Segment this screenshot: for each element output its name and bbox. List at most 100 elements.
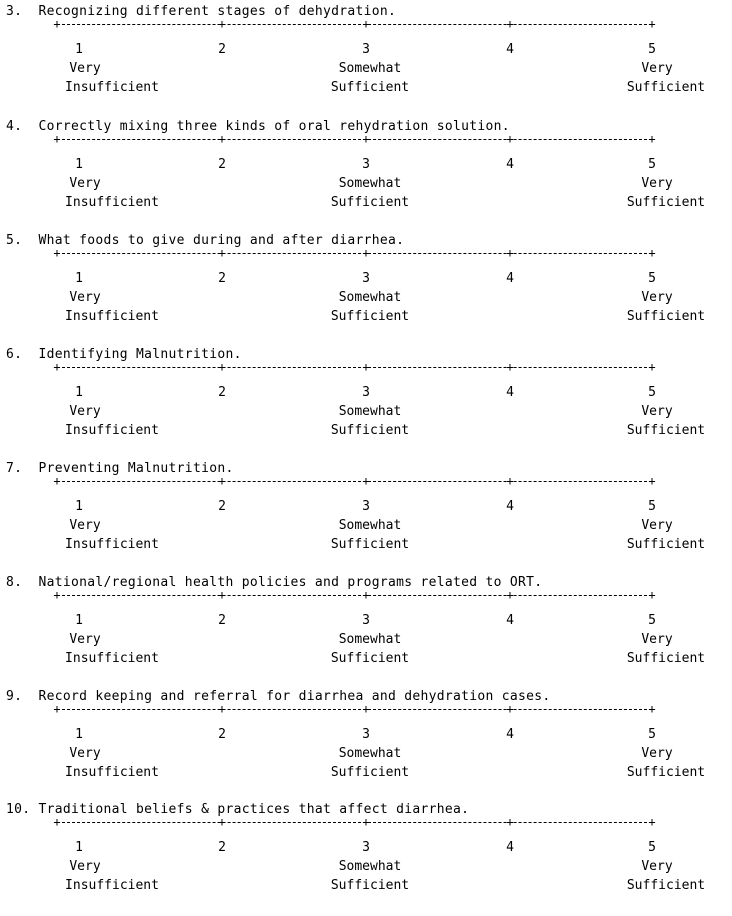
high-label: Very — [641, 404, 673, 419]
low-label: Insufficient — [65, 878, 159, 893]
scale-option-5[interactable]: 5 — [648, 271, 656, 286]
scale-tick: + — [648, 815, 656, 829]
scale-tick: + — [53, 474, 61, 488]
mid-label: Somewhat — [338, 176, 402, 191]
scale-option-2[interactable]: 2 — [218, 271, 226, 286]
scale-option-3[interactable]: 3 — [362, 42, 370, 57]
scale-option-3[interactable]: 3 — [362, 499, 370, 514]
question-text: 9. Record keeping and referral for diarr… — [6, 689, 551, 704]
rating-item: 8. National/regional health policies and… — [0, 575, 732, 689]
question-text: 4. Correctly mixing three kinds of oral … — [6, 119, 510, 134]
rating-scale-line: +++++ — [53, 18, 655, 30]
scale-option-5[interactable]: 5 — [648, 840, 656, 855]
scale-option-3[interactable]: 3 — [362, 271, 370, 286]
scale-tick: + — [53, 702, 61, 716]
mid-label: Somewhat — [338, 290, 402, 305]
rating-item: 10. Traditional beliefs & practices that… — [0, 802, 732, 916]
mid-label: Somewhat — [338, 61, 402, 76]
high-label: Sufficient — [626, 651, 706, 666]
low-label: Very — [69, 518, 101, 533]
question-text: 7. Preventing Malnutrition. — [6, 461, 234, 476]
question-text: 5. What foods to give during and after d… — [6, 233, 405, 248]
scale-option-2[interactable]: 2 — [218, 42, 226, 57]
scale-tick: + — [648, 17, 656, 31]
scale-option-3[interactable]: 3 — [362, 157, 370, 172]
scale-option-1[interactable]: 1 — [75, 613, 83, 628]
scale-tick: + — [362, 702, 370, 716]
scale-option-4[interactable]: 4 — [506, 271, 514, 286]
mid-label: Sufficient — [330, 878, 410, 893]
question-text: 10. Traditional beliefs & practices that… — [6, 802, 470, 817]
scale-option-1[interactable]: 1 — [75, 499, 83, 514]
scale-tick: + — [53, 588, 61, 602]
rating-scale-line: +++++ — [53, 361, 655, 373]
scale-option-4[interactable]: 4 — [506, 613, 514, 628]
scale-tick: + — [506, 588, 514, 602]
scale-option-3[interactable]: 3 — [362, 385, 370, 400]
scale-tick: + — [648, 474, 656, 488]
rating-scale-line: +++++ — [53, 703, 655, 715]
mid-label: Somewhat — [338, 632, 402, 647]
scale-option-5[interactable]: 5 — [648, 385, 656, 400]
scale-option-1[interactable]: 1 — [75, 840, 83, 855]
scale-tick: + — [218, 246, 226, 260]
rating-item: 9. Record keeping and referral for diarr… — [0, 689, 732, 803]
rating-scale-line: +++++ — [53, 589, 655, 601]
scale-option-3[interactable]: 3 — [362, 613, 370, 628]
scale-option-4[interactable]: 4 — [506, 727, 514, 742]
scale-option-2[interactable]: 2 — [218, 727, 226, 742]
scale-option-1[interactable]: 1 — [75, 157, 83, 172]
scale-tick: + — [648, 246, 656, 260]
high-label: Very — [641, 61, 673, 76]
rating-scale-line: +++++ — [53, 816, 655, 828]
low-label: Very — [69, 176, 101, 191]
scale-option-2[interactable]: 2 — [218, 613, 226, 628]
mid-label: Sufficient — [330, 651, 410, 666]
high-label: Very — [641, 290, 673, 305]
scale-option-5[interactable]: 5 — [648, 499, 656, 514]
scale-option-4[interactable]: 4 — [506, 499, 514, 514]
scale-tick: + — [53, 815, 61, 829]
scale-option-1[interactable]: 1 — [75, 271, 83, 286]
scale-option-2[interactable]: 2 — [218, 385, 226, 400]
high-label: Sufficient — [626, 423, 706, 438]
scale-tick: + — [362, 132, 370, 146]
scale-option-3[interactable]: 3 — [362, 727, 370, 742]
scale-tick: + — [53, 132, 61, 146]
scale-option-4[interactable]: 4 — [506, 385, 514, 400]
scale-tick: + — [218, 588, 226, 602]
low-label: Very — [69, 61, 101, 76]
scale-tick: + — [648, 132, 656, 146]
scale-tick: + — [362, 360, 370, 374]
scale-option-2[interactable]: 2 — [218, 840, 226, 855]
scale-option-4[interactable]: 4 — [506, 42, 514, 57]
scale-option-5[interactable]: 5 — [648, 613, 656, 628]
high-label: Sufficient — [626, 537, 706, 552]
scale-option-2[interactable]: 2 — [218, 499, 226, 514]
scale-tick: + — [506, 246, 514, 260]
scale-option-1[interactable]: 1 — [75, 42, 83, 57]
mid-label: Sufficient — [330, 765, 410, 780]
scale-option-1[interactable]: 1 — [75, 385, 83, 400]
scale-option-1[interactable]: 1 — [75, 727, 83, 742]
scale-option-5[interactable]: 5 — [648, 42, 656, 57]
low-label: Insufficient — [65, 309, 159, 324]
mid-label: Sufficient — [330, 195, 410, 210]
scale-tick: + — [506, 474, 514, 488]
low-label: Insufficient — [65, 765, 159, 780]
scale-tick: + — [648, 588, 656, 602]
rating-scale-line: +++++ — [53, 475, 655, 487]
scale-option-3[interactable]: 3 — [362, 840, 370, 855]
scale-option-5[interactable]: 5 — [648, 157, 656, 172]
scale-option-2[interactable]: 2 — [218, 157, 226, 172]
low-label: Insufficient — [65, 423, 159, 438]
scale-option-4[interactable]: 4 — [506, 840, 514, 855]
scale-tick: + — [53, 17, 61, 31]
high-label: Very — [641, 518, 673, 533]
scale-option-5[interactable]: 5 — [648, 727, 656, 742]
scale-tick: + — [648, 702, 656, 716]
scale-option-4[interactable]: 4 — [506, 157, 514, 172]
high-label: Sufficient — [626, 765, 706, 780]
scale-tick: + — [218, 132, 226, 146]
